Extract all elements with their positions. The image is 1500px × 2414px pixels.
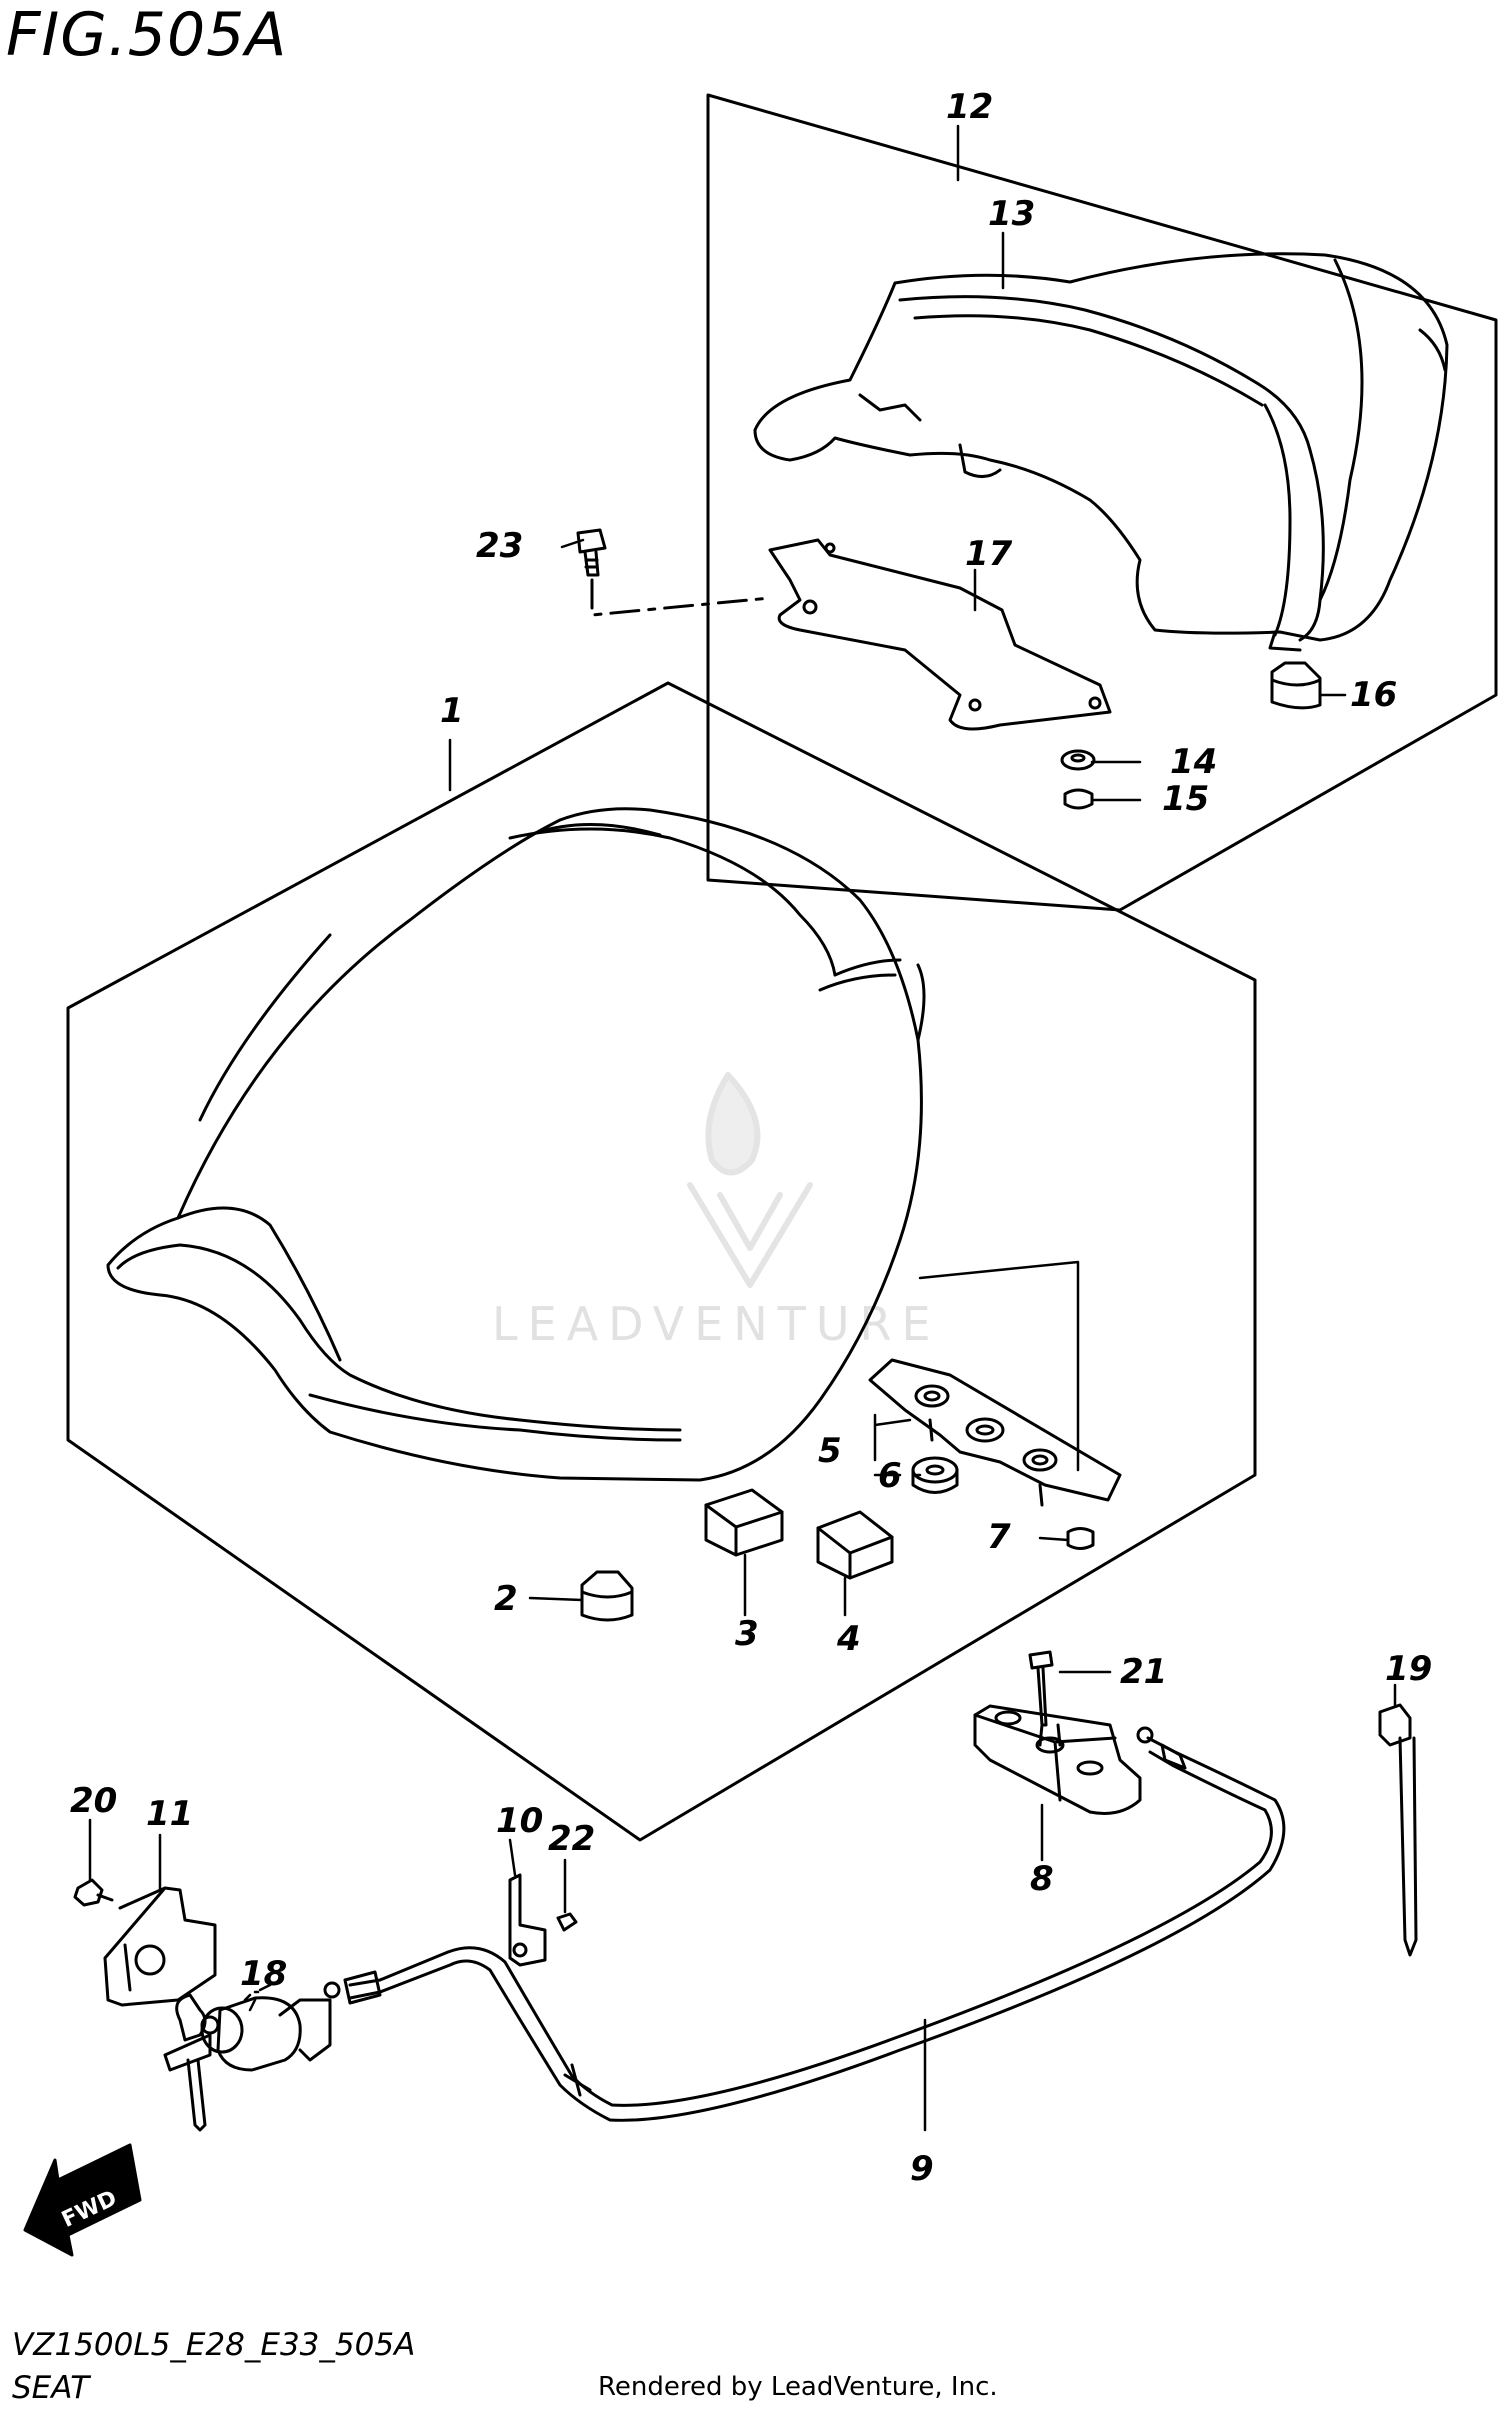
lock-bracket-11 xyxy=(103,1886,217,2007)
callout-6: 6 xyxy=(878,1456,902,1496)
grommet-6 xyxy=(911,1456,959,1494)
watermark-logo xyxy=(687,1072,813,1288)
callout-3: 3 xyxy=(735,1614,759,1654)
screw-21 xyxy=(1028,1650,1054,1727)
callout-16: 16 xyxy=(1350,675,1397,715)
callout-5: 5 xyxy=(818,1431,842,1471)
cable-9 xyxy=(323,1726,1286,2122)
main-seat-hexagon xyxy=(66,681,1257,1842)
section-name: SEAT xyxy=(12,2370,90,2406)
cushion-16 xyxy=(1270,661,1322,710)
block-3 xyxy=(704,1488,784,1557)
pillion-bracket xyxy=(768,538,1112,731)
leader-lines xyxy=(88,124,1397,2132)
callout-17: 17 xyxy=(965,534,1013,574)
fwd-arrow xyxy=(23,2143,142,2257)
callout-12: 12 xyxy=(946,87,993,127)
callout-13: 13 xyxy=(988,194,1035,234)
callout-4: 4 xyxy=(836,1619,861,1659)
nut-15 xyxy=(1063,788,1094,810)
clip-10 xyxy=(508,1873,547,1967)
figure-title: FIG.505A xyxy=(6,0,288,70)
seat-lock-18 xyxy=(163,1993,332,2132)
callout-numbers: 12 13 23 17 16 14 15 1 5 6 7 2 3 4 21 19… xyxy=(70,87,1432,2189)
bolt-20 xyxy=(73,1878,114,1907)
pillion-seat-hexagon xyxy=(706,93,1498,912)
callout-19: 19 xyxy=(1385,1649,1432,1689)
callout-23: 23 xyxy=(476,526,523,566)
block-4 xyxy=(816,1510,894,1580)
callout-2: 2 xyxy=(494,1579,518,1619)
lock-plate-8 xyxy=(973,1704,1142,1815)
callout-21: 21 xyxy=(1120,1652,1167,1692)
render-credit: Rendered by LeadVenture, Inc. xyxy=(598,2372,998,2402)
nut-7 xyxy=(1066,1527,1095,1550)
callout-1: 1 xyxy=(440,691,464,731)
seat-bracket-5 xyxy=(868,1358,1122,1507)
screw-22 xyxy=(556,1912,578,1932)
callout-11: 11 xyxy=(146,1794,193,1834)
bolt-23 xyxy=(576,528,607,577)
callout-9: 9 xyxy=(910,2149,934,2189)
callout-20: 20 xyxy=(70,1781,117,1821)
washer-14 xyxy=(1060,749,1096,771)
callout-8: 8 xyxy=(1030,1859,1054,1899)
callout-10: 10 xyxy=(496,1801,543,1841)
callout-14: 14 xyxy=(1170,742,1217,782)
callout-18: 18 xyxy=(240,1954,287,1994)
pillion-seat-pad xyxy=(753,252,1449,652)
cable-tie-19 xyxy=(1378,1703,1418,1957)
main-seat-pad xyxy=(106,807,926,1482)
washer-14-hole xyxy=(1070,753,1086,763)
callout-15: 15 xyxy=(1162,779,1209,819)
callout-22: 22 xyxy=(548,1819,595,1859)
model-code: VZ1500L5_E28_E33_505A xyxy=(12,2327,416,2363)
callout-7: 7 xyxy=(987,1517,1011,1557)
leader-23-dash xyxy=(590,578,772,617)
cushion-2 xyxy=(580,1570,634,1622)
